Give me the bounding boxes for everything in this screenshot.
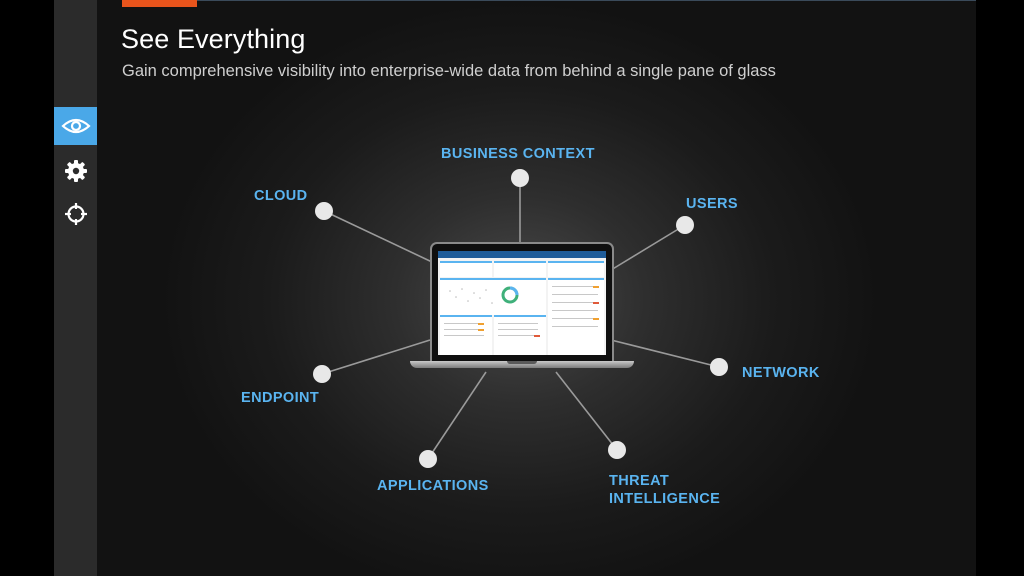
laptop-notch [507, 361, 537, 364]
node-label-applications: APPLICATIONS [377, 478, 489, 494]
gear-icon [64, 160, 87, 182]
connector-users [610, 224, 686, 271]
crosshair-icon [64, 203, 87, 225]
connector-threat-intelligence [555, 371, 618, 451]
node-dot-cloud [315, 202, 333, 220]
hub-diagram [313, 169, 728, 468]
connector-endpoint [321, 339, 431, 375]
eye-icon [60, 118, 91, 134]
node-label-network: NETWORK [742, 365, 820, 381]
sidebar-item-target[interactable] [54, 195, 97, 233]
sidebar-item-settings[interactable] [54, 152, 97, 190]
connector-cloud [323, 210, 433, 263]
node-dot-applications [419, 450, 437, 468]
page-subtitle: Gain comprehensive visibility into enter… [122, 62, 776, 80]
connector-applications [427, 371, 487, 460]
node-label-business-context: BUSINESS CONTEXT [441, 146, 595, 162]
node-dot-endpoint [313, 365, 331, 383]
connector-network [610, 339, 720, 368]
node-label-endpoint: ENDPOINT [241, 390, 320, 406]
laptop-image [410, 242, 634, 372]
sidebar [54, 0, 97, 576]
accent-bar [122, 0, 197, 7]
node-label-threat-intelligence: THREAT INTELLIGENCE [609, 473, 721, 507]
node-label-users: USERS [686, 196, 738, 212]
node-dot-threat-intelligence [608, 441, 626, 459]
node-dot-users [676, 216, 694, 234]
node-label-cloud: CLOUD [254, 188, 308, 204]
laptop-screen-bezel [430, 242, 614, 362]
top-rule [197, 0, 976, 1]
node-dot-business-context [511, 169, 529, 187]
dashboard-screen [438, 251, 606, 355]
page-title: See Everything [121, 24, 306, 54]
node-dot-network [710, 358, 728, 376]
slide: See Everything Gain comprehensive visibi… [54, 0, 976, 576]
laptop-base [410, 361, 634, 368]
sidebar-item-see[interactable] [54, 107, 97, 145]
